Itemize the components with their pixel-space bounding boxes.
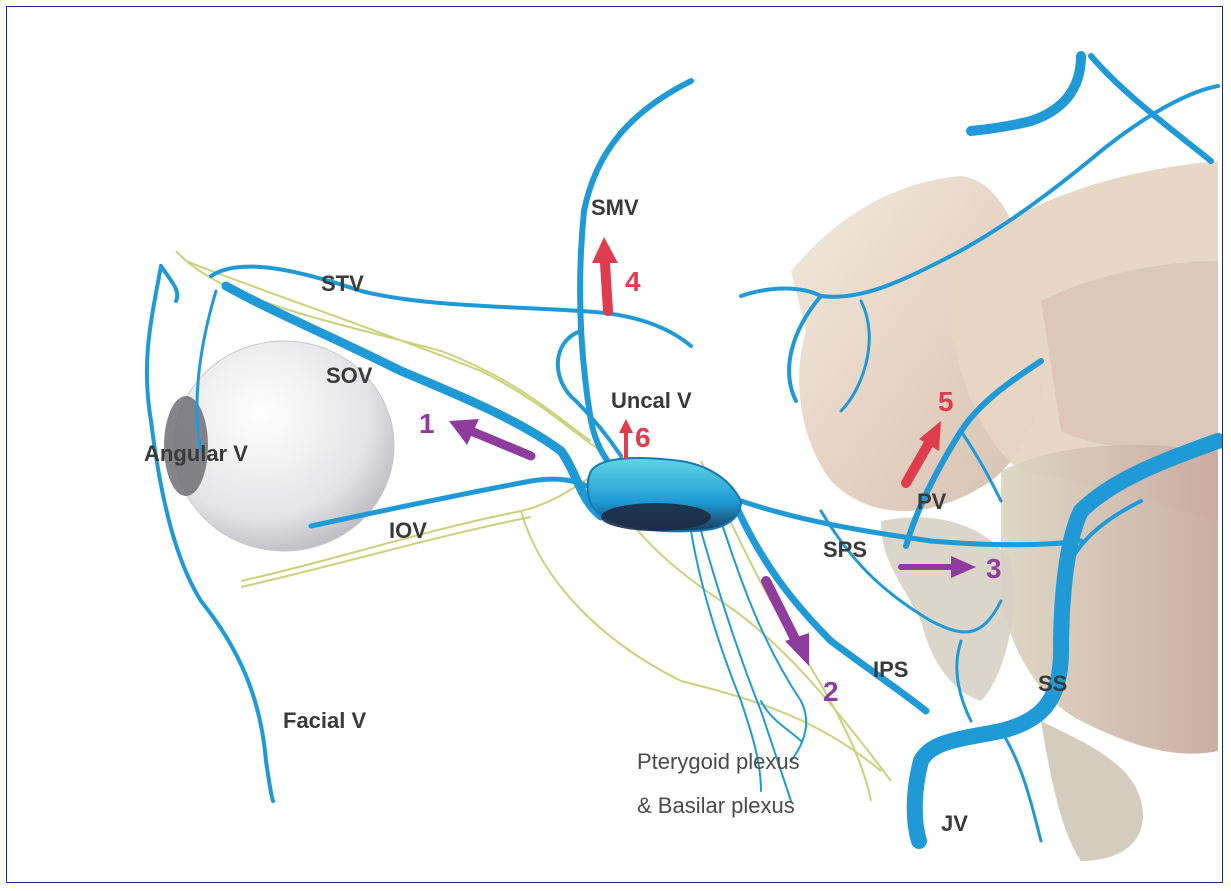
arrow-number-2: 2 [823, 676, 839, 707]
label-sov: SOV [326, 363, 373, 388]
venous-anatomy-diagram: SMV STV SOV Angular V IOV Facial V Uncal… [7, 7, 1223, 883]
label-iov: IOV [389, 518, 427, 543]
label-smv: SMV [591, 195, 639, 220]
arrow-number-3: 3 [986, 553, 1002, 584]
label-pv: PV [917, 489, 947, 514]
label-stv: STV [321, 271, 364, 296]
arrow-4 [592, 237, 618, 311]
label-ss: SS [1038, 671, 1067, 696]
cavernous-sinus [588, 458, 741, 531]
label-plexus-line2: & Basilar plexus [637, 793, 795, 818]
stv-vein [211, 267, 691, 346]
arrow-number-4: 4 [625, 266, 641, 297]
medulla-shape [1041, 721, 1143, 861]
label-facial-v: Facial V [283, 708, 366, 733]
brain-structures [791, 161, 1218, 861]
diagram-frame: SMV STV SOV Angular V IOV Facial V Uncal… [6, 6, 1223, 883]
label-sps: SPS [823, 537, 867, 562]
label-ips: IPS [873, 657, 908, 682]
top-right-vein [971, 56, 1081, 131]
arrow-number-6: 6 [635, 422, 651, 453]
arrow-number-1: 1 [419, 408, 435, 439]
label-jv: JV [941, 811, 968, 836]
arrow-6 [619, 419, 633, 457]
label-plexus-line1: Pterygoid plexus [637, 749, 800, 774]
label-angular-v: Angular V [144, 441, 248, 466]
arrow-number-5: 5 [938, 386, 954, 417]
label-uncal-v: Uncal V [611, 388, 692, 413]
